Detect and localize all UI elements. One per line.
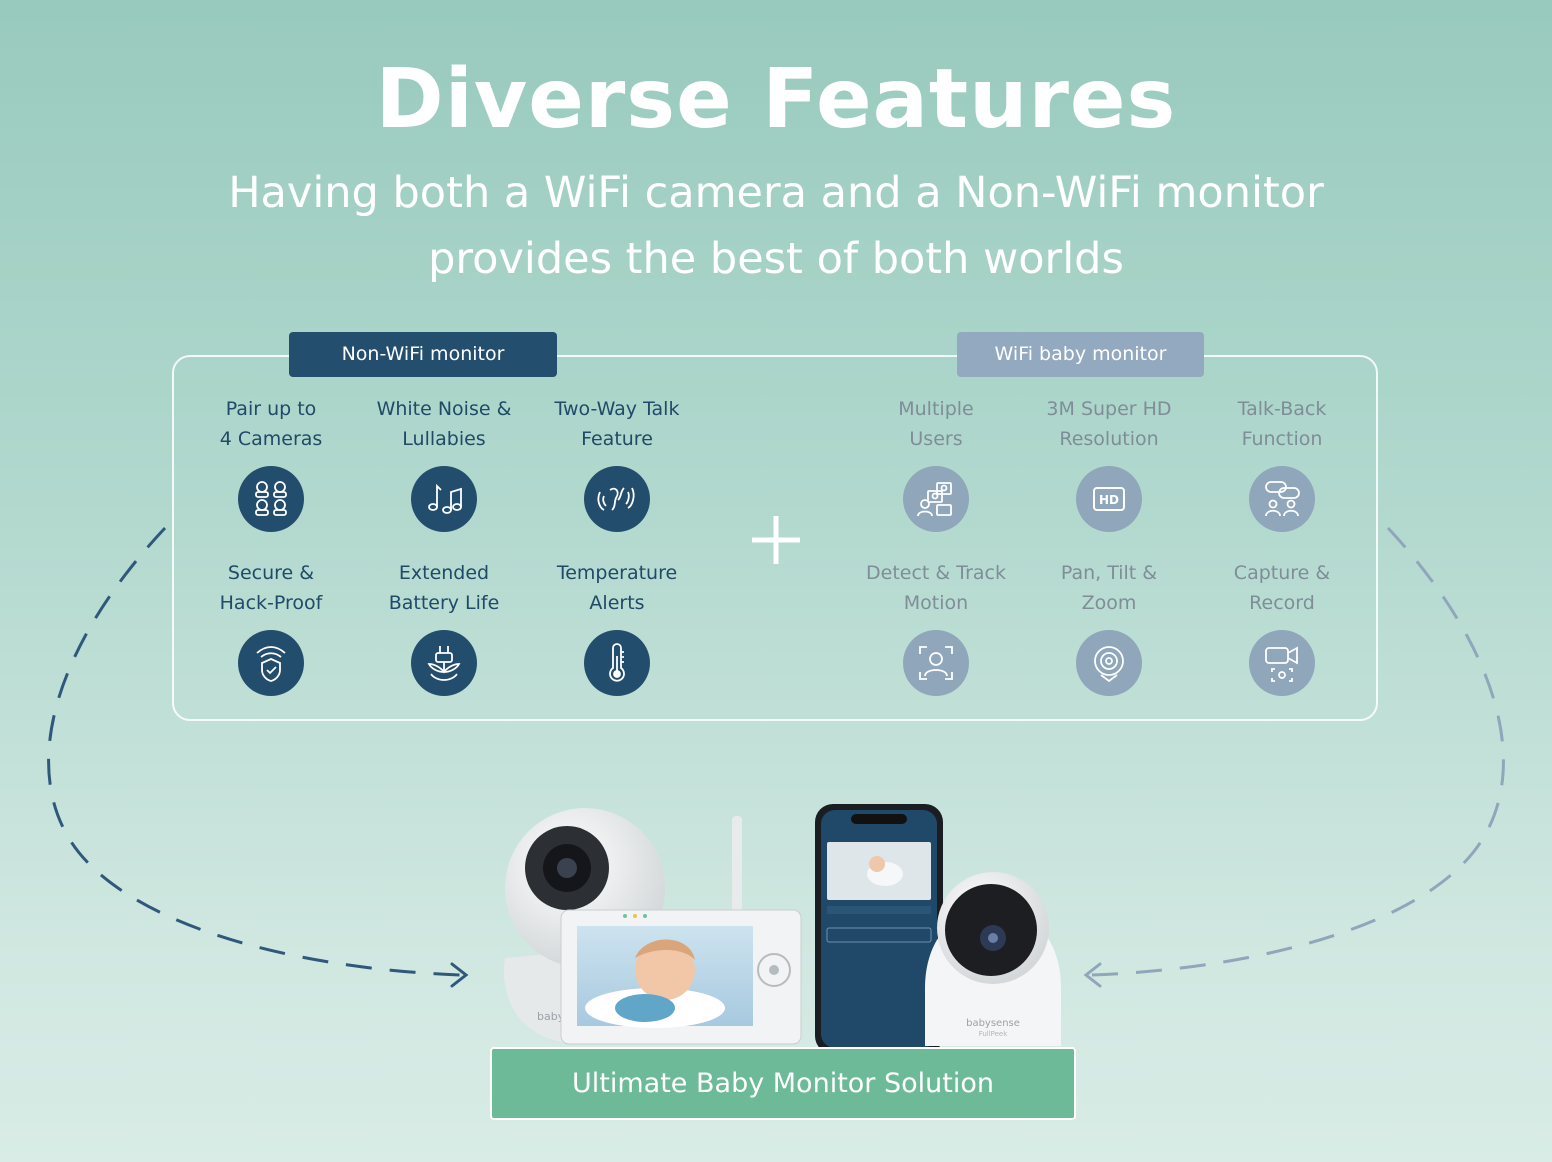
- multiple-users-icon: [903, 466, 969, 532]
- page-subtitle: Having both a WiFi camera and a Non-WiFi…: [176, 160, 1376, 292]
- thermometer-icon: [584, 630, 650, 696]
- feature-capture-record: Capture &Record: [1182, 558, 1382, 696]
- pan-tilt-zoom-icon: [1076, 630, 1142, 696]
- subtitle-line-2: provides the best of both worlds: [428, 234, 1124, 284]
- plus-icon: [752, 516, 800, 564]
- hd-icon: HD: [1076, 466, 1142, 532]
- page-title: Diverse Features: [375, 52, 1177, 147]
- video-record-icon: [1249, 630, 1315, 696]
- parent-unit-monitor: [560, 816, 802, 1045]
- non-wifi-badge: Non-WiFi monitor: [289, 332, 557, 377]
- music-notes-icon: [411, 466, 477, 532]
- subtitle-line-1: Having both a WiFi camera and a Non-WiFi…: [228, 168, 1324, 218]
- four-cameras-icon: [238, 466, 304, 532]
- right-camera-brand: babysense: [966, 1018, 1020, 1029]
- right-wifi-camera: babysense FullPeek: [925, 872, 1061, 1046]
- secure-shield-icon: [238, 630, 304, 696]
- motion-detect-icon: [903, 630, 969, 696]
- right-camera-model: FullPeek: [979, 1030, 1009, 1038]
- wifi-badge: WiFi baby monitor: [957, 332, 1204, 377]
- features-panel: [172, 355, 1378, 721]
- feature-pan-tilt-zoom: Pan, Tilt &Zoom: [1009, 558, 1209, 696]
- svg-text:HD: HD: [1099, 493, 1119, 507]
- power-plug-icon: [411, 630, 477, 696]
- feature-secure: Secure &Hack-Proof: [171, 558, 371, 696]
- smartphone-app: [815, 804, 943, 1054]
- talk-back-icon: [1249, 466, 1315, 532]
- devices-illustration: babysense babysense FullPeek: [503, 804, 1061, 1054]
- ultimate-solution-button[interactable]: Ultimate Baby Monitor Solution: [490, 1047, 1076, 1120]
- feature-white-noise: White Noise &Lullabies: [344, 394, 544, 532]
- two-way-talk-icon: [584, 466, 650, 532]
